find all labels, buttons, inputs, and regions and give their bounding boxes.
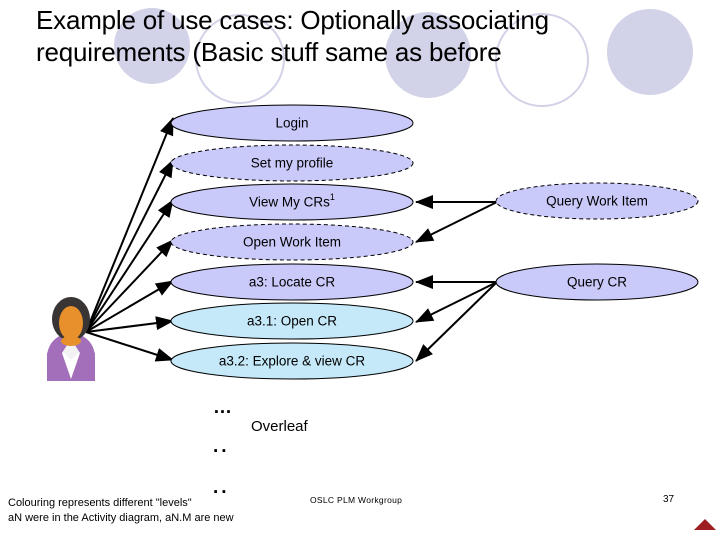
overleaf-label: Overleaf [251,418,308,435]
page-title: Example of use cases: Optionally associa… [36,5,549,68]
edge-queryCR-to-a31 [415,281,498,323]
ellipsis-mark-3: .. [213,477,230,498]
use-case-node-a31[interactable]: a3.1: Open CR [170,302,414,340]
use-case-node-viewcrs[interactable]: View My CRs1 [170,183,414,221]
use-case-node-setprofile[interactable]: Set my profile [170,144,414,182]
node-label: Open Work Item [243,235,341,250]
node-ellipse [170,223,414,261]
node-label: View My CRs1 [249,192,335,209]
node-ellipse [170,144,414,182]
footnote-line-2: aN were in the Activity diagram, aN.M ar… [8,511,234,524]
footnote-line-1: Colouring represents different "levels" [8,497,192,509]
node-label: a3.1: Open CR [247,314,337,329]
user-actor-avatar [47,297,95,381]
edge-actor-to-a31 [85,316,174,333]
use-case-node-a32[interactable]: a3.2: Explore & view CR [170,342,414,380]
edge-actor-to-openwi [85,239,174,333]
node-label: Login [275,116,308,131]
node-ellipse [170,183,414,221]
footnote: Colouring represents different "levels" … [8,496,234,526]
node-ellipse [495,263,699,301]
node-label: Set my profile [251,156,334,171]
node-label: Query CR [567,275,627,290]
page-number: 37 [663,494,675,505]
node-label: a3.2: Explore & view CR [219,354,366,369]
ellipsis-mark-2: .. [213,436,230,457]
ellipsis-mark-1: … [213,397,235,418]
node-ellipse [170,263,414,301]
node-label: Query Work Item [546,194,648,209]
edge-actor-to-a32 [85,331,174,362]
decorative-circle-2 [195,14,285,104]
node-ellipse [170,104,414,142]
decorative-circle-4 [495,13,589,107]
node-ellipse [170,342,414,380]
edge-layer [85,117,498,362]
edge-queryCR-to-a32 [415,281,498,362]
edge-actor-to-viewcrs [85,199,174,333]
use-case-node-a3[interactable]: a3: Locate CR [170,263,414,301]
node-label: a3: Locate CR [249,275,336,290]
use-case-node-openwi[interactable]: Open Work Item [170,223,414,261]
use-case-node-login[interactable]: Login [170,104,414,142]
corner-triangle-icon [694,519,716,530]
workgroup-label: OSLC PLM Workgroup [310,495,403,505]
edge-actor-to-login [85,117,174,333]
use-case-node-queryWI[interactable]: Query Work Item [495,182,699,220]
decorative-circle-5 [607,9,693,95]
decorative-circle-3 [385,12,471,98]
decorative-circle-1 [114,8,190,84]
edge-actor-to-a3 [85,280,174,333]
edge-actor-to-setprofile [85,159,174,333]
node-ellipse [170,302,414,340]
edge-queryWI-to-openwi [415,201,498,243]
node-ellipse [495,182,699,220]
use-case-node-queryCR[interactable]: Query CR [495,263,699,301]
